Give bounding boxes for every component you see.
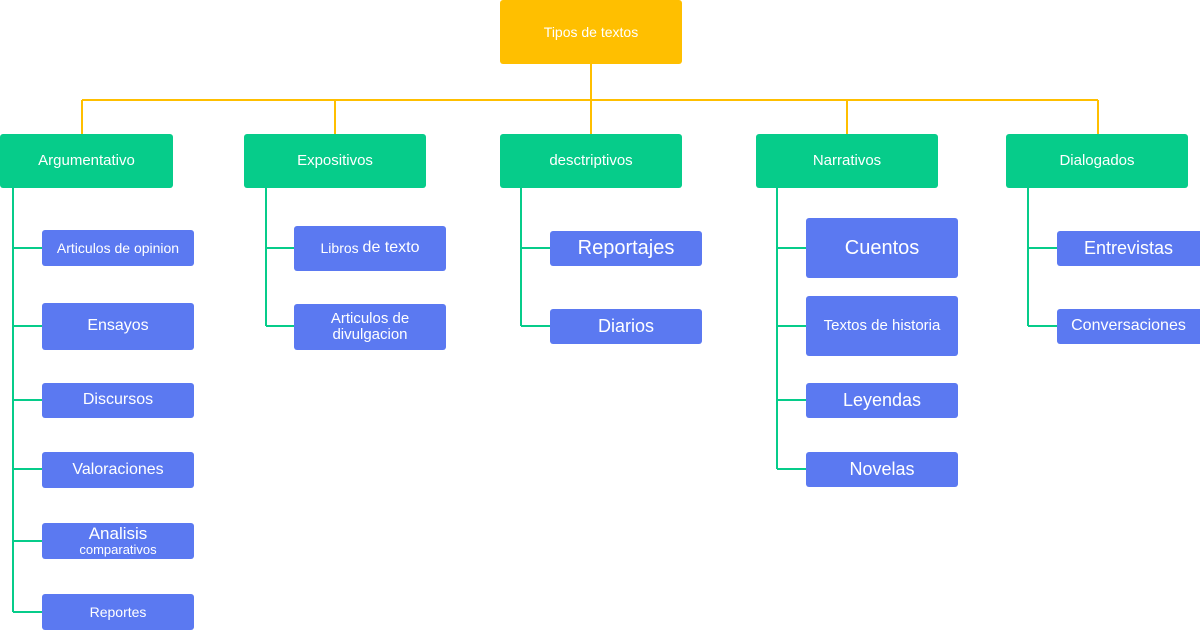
category-narrativos: Narrativos: [756, 134, 938, 188]
leaf-entrevistas: Entrevistas: [1057, 231, 1200, 266]
leaf-label: Articulos de opinion: [56, 239, 180, 256]
leaf-label: Novelas: [849, 459, 915, 480]
branch-connectors: [12, 188, 1057, 613]
leaf-label: Discursos: [82, 391, 154, 409]
leaf-label: Entrevistas: [1083, 238, 1174, 259]
leaf-label: Cuentos: [844, 236, 920, 259]
category-label: Argumentativo: [38, 152, 135, 170]
leaf-ensayos: Ensayos: [42, 303, 194, 350]
leaf-label-line2: divulgacion: [332, 326, 408, 343]
leaf-leyendas: Leyendas: [806, 383, 958, 418]
category-dialogados: Dialogados: [1006, 134, 1188, 188]
category-expositivos: Expositivos: [244, 134, 426, 188]
root-label: Tipos de textos: [543, 23, 639, 40]
leaf-analisis-comparativos: Analisis comparativos: [42, 523, 194, 559]
category-label: Expositivos: [297, 152, 373, 170]
category-argumentativo: Argumentativo: [0, 134, 173, 188]
category-label: Narrativos: [812, 152, 882, 170]
leaf-label-line2: comparativos: [79, 542, 157, 558]
leaf-textos-de-historia: Textos de historia: [806, 296, 958, 356]
leaf-label: Reportajes: [577, 237, 675, 259]
leaf-reportes: Reportes: [42, 594, 194, 630]
root-connectors: [81, 64, 1099, 134]
category-descriptivos: desctriptivos: [500, 134, 682, 188]
category-label: Dialogados: [1059, 152, 1135, 170]
leaf-label: Leyendas: [842, 390, 922, 411]
leaf-label-part1: Libros: [320, 240, 363, 257]
leaf-libros-de-texto: Libros de texto: [294, 226, 446, 271]
leaf-label-line1: Articulos de: [330, 310, 410, 328]
leaf-discursos: Discursos: [42, 383, 194, 418]
leaf-label: Reportes: [89, 603, 147, 620]
category-label: desctriptivos: [549, 152, 633, 170]
leaf-reportajes: Reportajes: [550, 231, 702, 266]
leaf-diarios: Diarios: [550, 309, 702, 344]
leaf-label: Ensayos: [87, 317, 149, 335]
leaf-label-line1: Analisis: [88, 524, 148, 544]
leaf-valoraciones: Valoraciones: [42, 452, 194, 488]
leaf-articulos-de-opinion: Articulos de opinion: [42, 230, 194, 266]
leaf-label-part2: de texto: [362, 239, 420, 257]
root-node: Tipos de textos: [500, 0, 682, 64]
leaf-label: Diarios: [597, 316, 654, 337]
leaf-conversaciones: Conversaciones: [1057, 309, 1200, 344]
leaf-label: Valoraciones: [72, 460, 164, 478]
leaf-label: Conversaciones: [1071, 317, 1186, 335]
leaf-articulos-de-divulgacion: Articulos de divulgacion: [294, 304, 446, 350]
leaf-novelas: Novelas: [806, 452, 958, 487]
leaf-label: Textos de historia: [823, 317, 941, 335]
leaf-cuentos: Cuentos: [806, 218, 958, 278]
